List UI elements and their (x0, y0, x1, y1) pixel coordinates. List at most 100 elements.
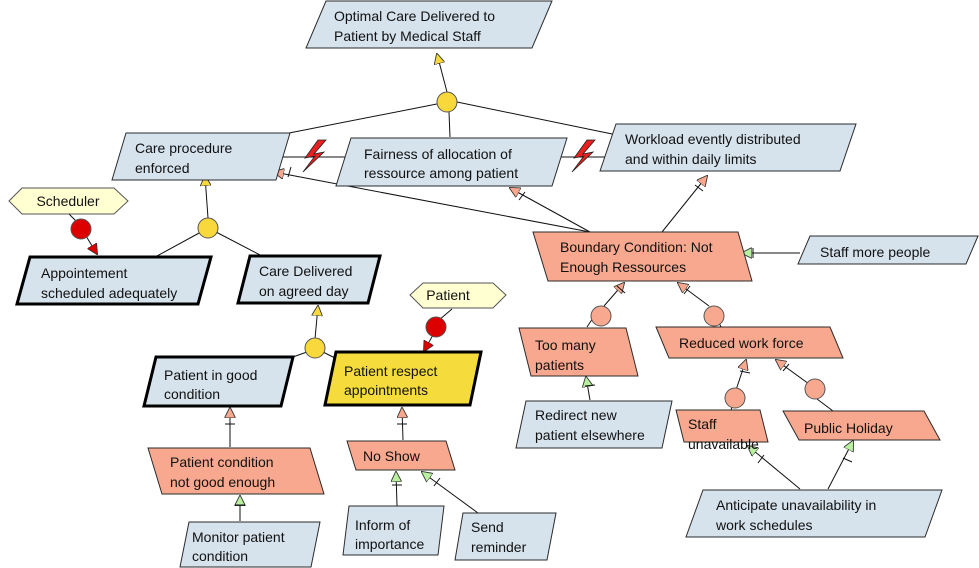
edge-reduced-to-boundary (678, 283, 710, 307)
obstacle-text-line: Too many (535, 337, 596, 353)
goal-text-line: patient elsewhere (535, 427, 645, 443)
edge-refine-care-procedure (283, 101, 448, 135)
goal-care-procedure[interactable]: Care procedure enforced (111, 132, 291, 181)
goal-text-line: and within daily limits (625, 151, 757, 167)
requirement-text-line: appointments (344, 382, 428, 398)
agent-scheduler[interactable]: Scheduler (8, 187, 129, 215)
obstacle-text-line: Enough Ressources (560, 259, 686, 275)
refinement-circle (304, 337, 326, 359)
goal-text-line: work schedules (715, 517, 813, 533)
edge-obstruct-care-procedure (274, 172, 591, 233)
edge-scheduler-responsibility (85, 235, 97, 254)
goal-text-line: enforced (135, 160, 189, 176)
goal-text-line: Send (471, 519, 504, 535)
link-ticks (225, 166, 853, 506)
goal-text-line: Monitor patient (192, 529, 285, 545)
edge-resolve-anticipate-staff (748, 446, 801, 490)
refinement-circle (197, 217, 219, 239)
goal-text-line: reminder (471, 539, 527, 555)
agent-label: Scheduler (36, 193, 99, 209)
goal-text-line: Anticipate unavailability in (716, 497, 876, 513)
obstacle-boundary-condition[interactable]: Boundary Condition: Not Enough Ressource… (532, 231, 753, 282)
edge-refine-fairness (448, 111, 451, 138)
responsibility-circle (70, 218, 92, 240)
goal-text-line: Optimal Care Delivered to (334, 8, 495, 24)
obstacle-refinement-circle (590, 305, 612, 327)
edge-patient-responsibility (424, 334, 433, 351)
obstacle-refinement-circle (724, 387, 746, 409)
goal-care-delivered[interactable]: Care Delivered on agreed day (236, 254, 382, 305)
edge-resolve-redirect (586, 377, 590, 401)
agent-label: Patient (426, 287, 470, 303)
goal-inform-importance[interactable]: Inform of importance (342, 505, 445, 556)
agent-patient[interactable]: Patient (409, 282, 507, 309)
goal-text-line: Patient by Medical Staff (334, 28, 481, 44)
goal-staff-more-people[interactable]: Staff more people (797, 235, 979, 265)
goal-redirect-patient[interactable]: Redirect new patient elsewhere (515, 400, 673, 449)
goal-workload[interactable]: Workload evently distributed and within … (599, 123, 857, 172)
goal-text-line: on agreed day (259, 283, 349, 299)
edge-refine-patient-respect (322, 351, 336, 359)
requirement-patient-respect[interactable]: Patient respect appointments (323, 350, 483, 407)
goal-text-line: condition (192, 548, 248, 564)
goal-text-line: Patient in good (164, 367, 257, 383)
edge-resolve-send-reminder (422, 472, 479, 514)
obstacle-refinement-circle (703, 305, 725, 327)
goal-patient-good-condition[interactable]: Patient in good condition (142, 355, 295, 408)
goal-text-line: Staff more people (820, 244, 930, 260)
obstacle-staff-unavailable[interactable]: Staff unavailable (675, 409, 769, 452)
obstacle-text-line: not good enough (170, 474, 275, 490)
goal-anticipate-unavailability[interactable]: Anticipate unavailability in work schedu… (685, 489, 943, 538)
edge-holiday-refine (816, 398, 834, 412)
edge-refine-workload (456, 101, 618, 136)
conflict-icon (302, 139, 327, 173)
edge-refine-care-delivered (215, 231, 263, 257)
obstacle-text-line: Patient condition (170, 454, 274, 470)
obstacle-text-line: unavailable (688, 436, 759, 452)
obstacle-patient-condition[interactable]: Patient condition not good enough (147, 447, 325, 495)
goal-text-line: Redirect new (535, 407, 618, 423)
edge-resolve-anticipate-holiday (827, 441, 853, 490)
goal-text-line: condition (164, 386, 220, 402)
edge-resolve-inform (396, 472, 397, 507)
conflict-icon (571, 139, 596, 173)
goal-text-line: Care Delivered (259, 263, 352, 279)
requirement-text-line: Patient respect (344, 363, 437, 379)
goal-text-line: ressource among patient (364, 165, 518, 181)
goal-text-line: Fairness of allocation of (364, 146, 512, 162)
goal-fairness[interactable]: Fairness of allocation of ressource amon… (335, 137, 568, 187)
refinement-circle (436, 91, 458, 113)
edge-obstruct-fairness (510, 188, 591, 233)
edge-obstruct-workload (661, 176, 707, 233)
obstacle-too-many-patients[interactable]: Too many patients (518, 327, 639, 377)
goal-text-line: Appointement (41, 265, 128, 281)
responsibility-circle (425, 316, 447, 338)
edge-staff-unavail-to-reduced (735, 360, 746, 391)
obstacle-reduced-work-force[interactable]: Reduced work force (655, 326, 844, 359)
obstacle-no-show[interactable]: No Show (346, 440, 456, 471)
edge-care-procedure-refine (205, 176, 208, 219)
goal-text-line: Workload evently distributed (625, 131, 801, 147)
goal-text-line: scheduled adequately (41, 285, 177, 301)
goal-monitor-patient[interactable]: Monitor patient condition (179, 521, 321, 568)
obstacle-text-line: patients (535, 357, 584, 373)
obstacle-public-holiday[interactable]: Public Holiday (782, 410, 941, 441)
goal-appointment-scheduled[interactable]: Appointement scheduled adequately (15, 255, 213, 306)
obstacle-refinement-circle (804, 378, 826, 400)
edge-care-delivered-refine (315, 306, 318, 340)
obstacle-text-line: No Show (363, 448, 421, 464)
goal-optimal-care[interactable]: Optimal Care Delivered to Patient by Med… (305, 0, 553, 49)
goal-text-line: Care procedure (135, 140, 232, 156)
edge-too-many-to-boundary (603, 283, 624, 307)
edge-holiday-to-reduced (776, 360, 810, 385)
goal-text-line: Inform of (355, 517, 410, 533)
goal-send-reminder[interactable]: Send reminder (454, 512, 557, 561)
edge-refine-appointment (156, 231, 202, 257)
goal-text-line: importance (355, 536, 424, 552)
obstacle-text-line: Boundary Condition: Not (560, 239, 713, 255)
obstacle-text-line: Staff (688, 416, 717, 432)
obstacle-text-line: Reduced work force (679, 335, 804, 351)
edge-refine-optimal-care (437, 54, 448, 93)
obstacle-text-line: Public Holiday (804, 420, 893, 436)
